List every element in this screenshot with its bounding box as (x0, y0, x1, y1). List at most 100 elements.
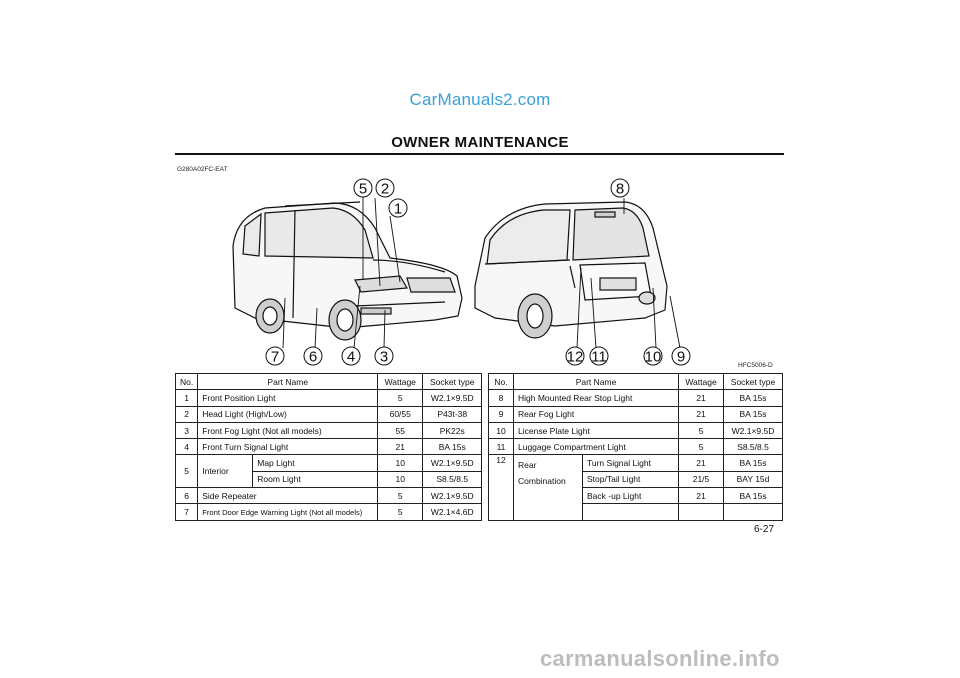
front-van-drawing (232, 201, 463, 341)
table-row: 9 Rear Fog Light 21 BA 15s (488, 405, 783, 423)
cell-part-name: High Mounted Rear Stop Light (513, 389, 679, 407)
cell-part-name: Front Turn Signal Light (197, 438, 379, 456)
col-header-part-name: Part Name (197, 372, 379, 391)
table-row: 6 Side Repeater 5 W2.1×9.5D (174, 487, 483, 505)
cell-socket: W2.1×4.6D (422, 503, 483, 521)
cell-sub-part: Turn Signal Light (582, 454, 679, 472)
col-header-part-name: Part Name (513, 372, 679, 391)
watermark-top: CarManuals2.com (409, 90, 551, 109)
page-title: OWNER MAINTENANCE (391, 134, 569, 151)
bulb-table-front: No. Part Name Wattage Socket type 1 Fron… (174, 372, 483, 521)
cell-part-name: Head Light (High/Low) (197, 405, 379, 423)
watermark-bottom: carmanualsonline.info (540, 646, 780, 671)
title-rule (175, 153, 784, 155)
cell-socket: PK22s (422, 421, 483, 440)
callout-2: 2 (381, 181, 389, 198)
table-row: Stop/Tail Light 21/5 BAY 15d (489, 470, 783, 489)
cell-part-name: Rear Combination (513, 454, 583, 521)
table-header-row: No. Part Name Wattage Socket type (488, 372, 783, 391)
cell-no: 2 (174, 405, 199, 423)
cell-part-name: Luggage Compartment Light (513, 438, 679, 456)
table-row: 12 Rear Combination Turn Signal Light 21… (488, 454, 783, 521)
cell-part-name: Front Fog Light (Not all models) (197, 421, 379, 440)
table-row: 10 License Plate Light 5 W2.1×9.5D (488, 421, 783, 440)
cell-socket: W2.1×9.5D (723, 421, 783, 440)
callout-4: 4 (347, 349, 355, 366)
cell-wattage: 5 (377, 503, 424, 521)
col-header-no: No. (174, 372, 199, 391)
cell-part-name: Front Position Light (197, 389, 379, 407)
callout-9: 9 (677, 349, 685, 366)
cell-no: 7 (174, 503, 199, 521)
cell-no: 8 (488, 389, 514, 407)
cell-no: 12 (488, 454, 514, 521)
cell-socket: W2.1×9.5D (422, 389, 483, 407)
table-row: 2 Head Light (High/Low) 60/55 P43t-38 (174, 405, 483, 423)
callout-10: 10 (645, 349, 662, 366)
cell-sub-part: Back -up Light (582, 487, 679, 505)
cell-sub-part (582, 503, 679, 521)
table-row: 7 Front Door Edge Warning Light (Not all… (174, 503, 483, 521)
cell-socket: BA 15s (723, 405, 783, 423)
cell-no: 1 (174, 389, 199, 407)
callout-labels: 5 2 1 7 6 4 3 8 12 11 10 9 (265, 178, 691, 366)
cell-socket: BA 15s (723, 389, 783, 407)
cell-no: 3 (174, 421, 199, 440)
cell-socket: W2.1×9.5D (422, 487, 483, 505)
part-name-line2: Combination (518, 476, 566, 487)
callout-8: 8 (616, 181, 624, 198)
table-row: 5 Interior Map Light 10 W2.1×9.5D (174, 454, 483, 489)
cell-no: 6 (174, 487, 199, 505)
col-header-no: No. (488, 372, 514, 391)
cell-no: 4 (174, 438, 199, 456)
cell-socket: BA 15s (723, 487, 783, 505)
table-row: 11 Luggage Compartment Light 5 S8.5/8.5 (488, 438, 783, 456)
cell-socket: BA 15s (422, 438, 483, 456)
cell-wattage: 5 (377, 487, 424, 505)
col-header-socket: Socket type (723, 372, 783, 391)
section-code: G280A02FC-EAT (177, 166, 228, 173)
callout-3: 3 (380, 349, 388, 366)
cell-socket: BA 15s (723, 454, 783, 472)
cell-socket: W2.1×9.5D (422, 454, 483, 472)
cell-part-name: Side Repeater (197, 487, 379, 505)
cell-wattage: 5 (678, 438, 724, 456)
cell-socket: S8.5/8.5 (422, 470, 483, 489)
table-row (489, 503, 783, 521)
cell-wattage: 21 (678, 405, 724, 423)
leader-lines (282, 196, 681, 349)
cell-wattage: 5 (678, 421, 724, 440)
cell-part-name: License Plate Light (513, 421, 679, 440)
table-row: 8 High Mounted Rear Stop Light 21 BA 15s (488, 389, 783, 407)
cell-wattage: 10 (377, 470, 424, 489)
cell-wattage: 60/55 (377, 405, 424, 423)
cell-socket (723, 503, 783, 521)
col-header-socket: Socket type (422, 372, 483, 391)
figure-code: HFC5006-D (738, 362, 773, 369)
rear-van-drawing (474, 201, 668, 339)
cell-socket: BAY 15d (723, 470, 783, 489)
cell-part-name: Rear Fog Light (513, 405, 679, 423)
cell-socket: S8.5/8.5 (723, 438, 783, 456)
cell-sub-part: Stop/Tail Light (582, 470, 679, 489)
cell-part-name: Front Door Edge Warning Light (Not all m… (197, 503, 379, 521)
table-row: 1 Front Position Light 5 W2.1×9.5D (174, 389, 483, 407)
cell-wattage (678, 503, 724, 521)
cell-wattage: 21/5 (678, 470, 724, 489)
table-header-row: No. Part Name Wattage Socket type (174, 372, 483, 391)
table-row: 3 Front Fog Light (Not all models) 55 PK… (174, 421, 483, 440)
page-number: 6-27 (754, 524, 775, 535)
cell-no: 9 (488, 405, 514, 423)
cell-sub-part: Room Light (252, 470, 379, 489)
cell-sub-part: Map Light (252, 454, 379, 472)
part-name-line1: Rear (518, 460, 537, 471)
callout-6: 6 (309, 349, 317, 366)
cell-wattage: 10 (377, 454, 424, 472)
col-header-wattage: Wattage (377, 372, 424, 391)
vehicle-illustration: 5 2 1 7 6 4 3 8 12 11 10 9 (232, 178, 691, 366)
cell-no: 5 (174, 454, 199, 489)
cell-no: 10 (488, 421, 514, 440)
cell-wattage: 55 (377, 421, 424, 440)
cell-wattage: 21 (678, 454, 724, 472)
cell-wattage: 21 (678, 487, 724, 505)
